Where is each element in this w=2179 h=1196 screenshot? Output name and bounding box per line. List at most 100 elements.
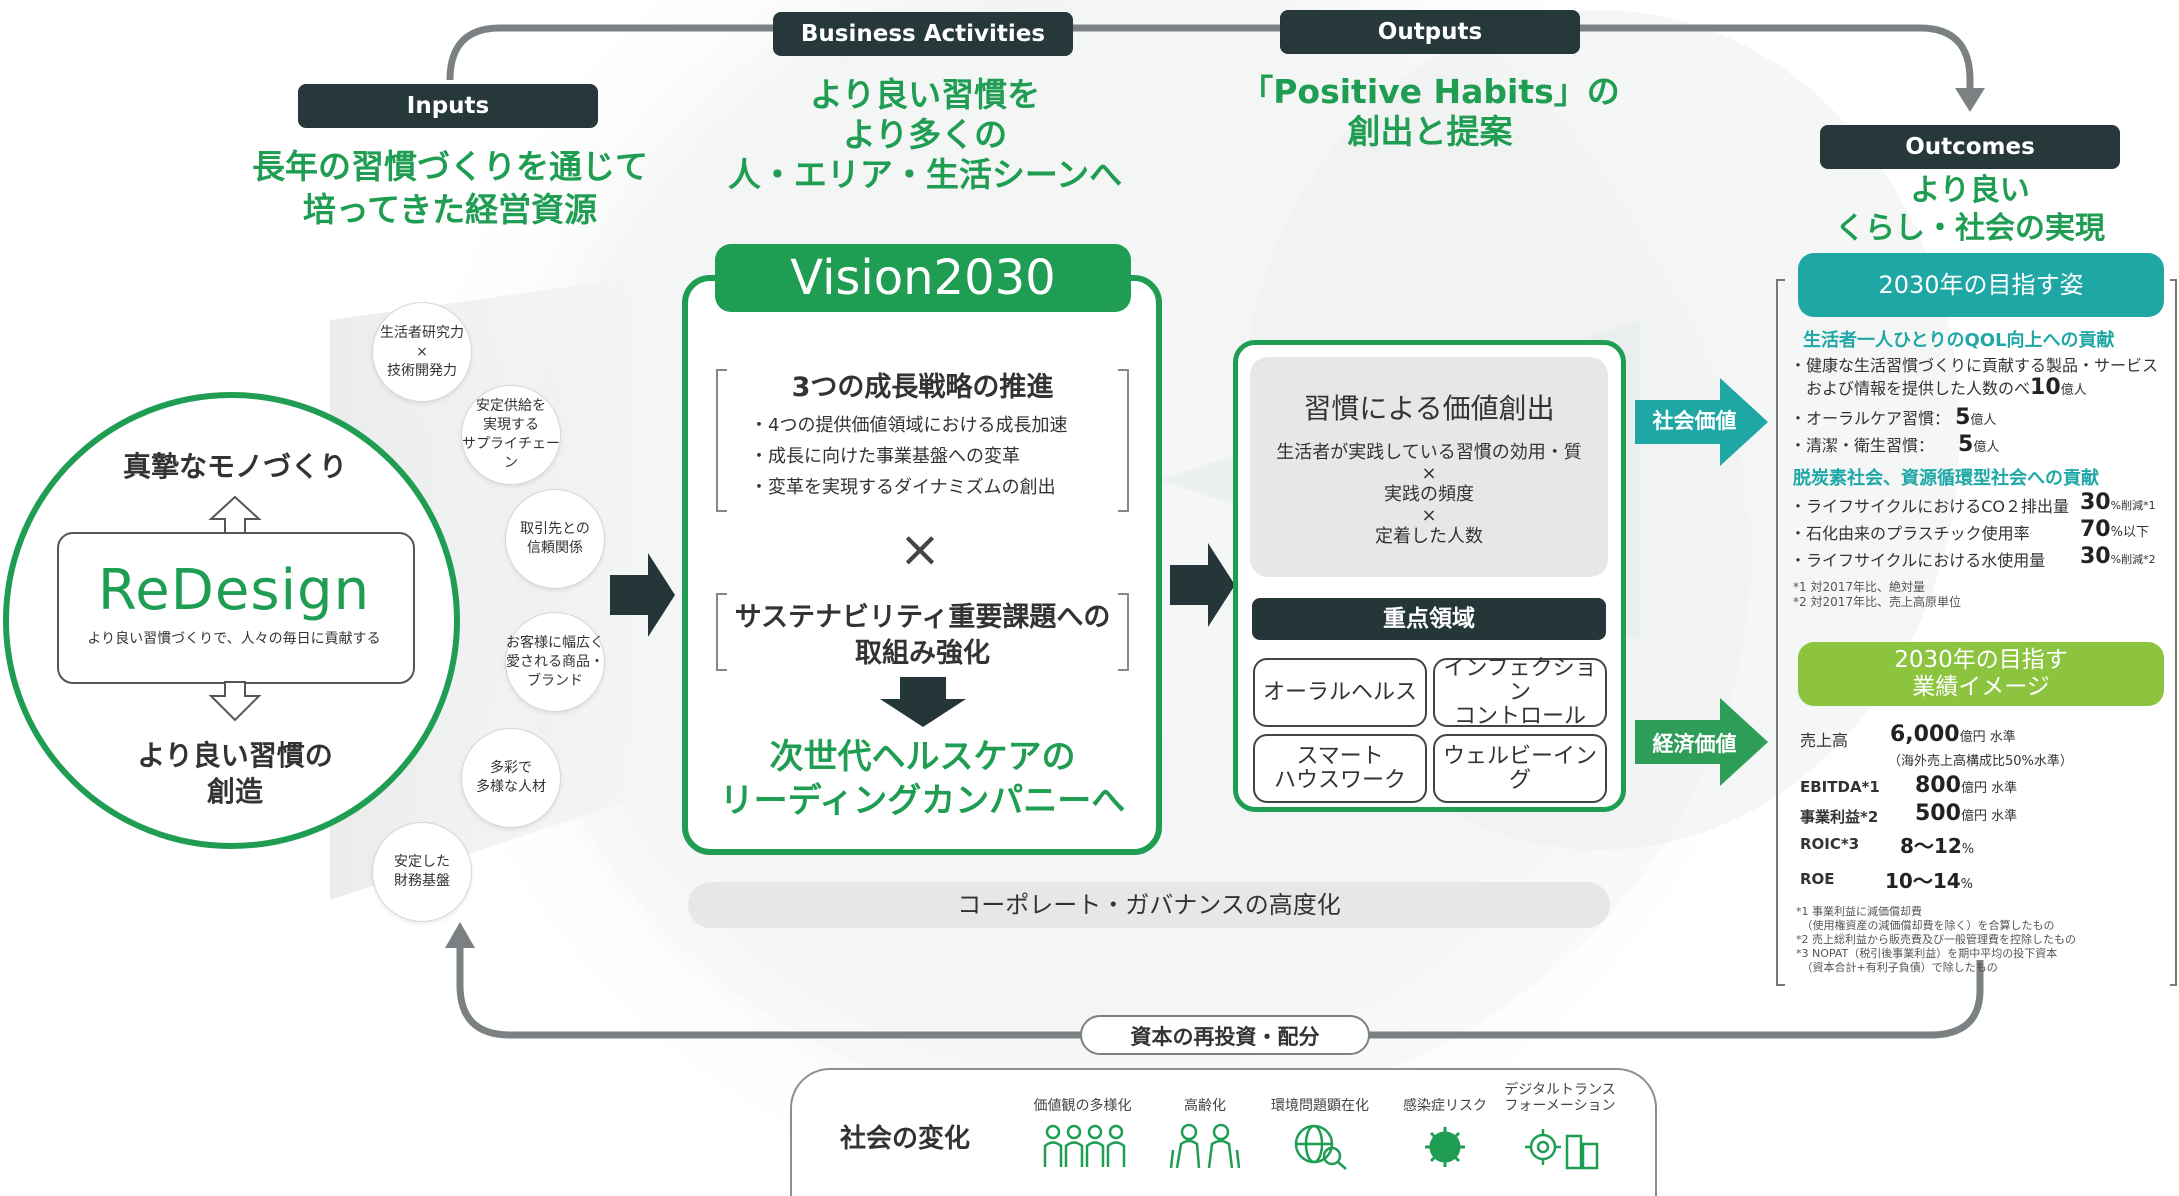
sustain-text: サステナビリティ重要課題への 取組み強化 — [734, 602, 1111, 669]
strategy-item: ・成長に向けた事業基盤への変革 — [750, 446, 1020, 467]
change-dx: デジタルトランス フォーメーション — [1495, 1082, 1625, 1176]
kpi-unit: 億円 水準 — [1960, 809, 2018, 824]
change-label: 感染症リスク — [1403, 1098, 1487, 1114]
kpi-unit: % — [1960, 877, 1974, 892]
resource-finance: 安定した 財務基盤 — [372, 822, 472, 922]
redesign-logo: ReDesign — [97, 558, 371, 623]
kpi-number: 500 — [1915, 801, 1961, 826]
down-block-arrow-icon — [880, 677, 966, 727]
down-arrow-icon — [208, 681, 262, 722]
outputs-subtitle: 「Positive Habits」の 創出と提案 — [1240, 72, 1620, 151]
social-env-value: 30%削減*2 — [2080, 544, 2156, 569]
social-item: ・清潔・衛生習慣： 5億人 — [1790, 432, 1999, 457]
outputs-label: Outputs — [1280, 10, 1580, 54]
vision-box — [682, 275, 1162, 855]
social-item-label: ・清潔・衛生習慣： — [1790, 436, 1927, 455]
governance-bar: コーポレート・ガバナンスの高度化 — [688, 882, 1610, 928]
value-creation-title: 習慣による価値創出 — [1303, 392, 1555, 425]
economic-value-tag: 経済価値 — [1652, 732, 1737, 756]
social-heading-qol: 生活者一人ひとりのQOL向上への貢献 — [1803, 330, 2115, 351]
kpi-value: 6,000億円 水準 — [1890, 722, 2016, 747]
social-env-unit: %削減*1 — [2110, 499, 2156, 512]
social-item-unit: 億人 — [1970, 413, 1997, 428]
resource-people: 多彩で 多様な人材 — [461, 728, 561, 828]
outcomes-subtitle: より良い くらし・社会の実現 — [1835, 173, 2105, 246]
value-formula: 生活者が実践している習慣の効用・質 × 実践の頻度 × 定着した人数 — [1276, 442, 1582, 547]
focus-area-oral-health: オーラルヘルス — [1253, 658, 1427, 727]
social-notes: *1 対2017年比、絶対量 *2 対2017年比、売上高原単位 — [1793, 580, 1961, 609]
social-item-value: 5 — [1955, 405, 1971, 430]
change-environment: 環境問題顕在化 — [1255, 1098, 1385, 1174]
change-label: 価値観の多様化 — [1033, 1098, 1132, 1114]
vision2030-economic-title: 2030年の目指す 業績イメージ — [1798, 642, 2164, 706]
strategy-title: 3つの成長戦略の推進 — [791, 372, 1054, 403]
kpi-value: 800億円 水準 — [1915, 773, 2017, 798]
social-change-box — [790, 1068, 1657, 1196]
redesign-bottom-text: より良い習慣の 創造 — [137, 739, 333, 808]
people-icon — [1043, 1124, 1125, 1167]
social-env-unit: %削減*2 — [2110, 553, 2156, 566]
social-env-label: ・石化由来のプラスチック使用率 — [1790, 524, 2030, 543]
sustain-brackets — [716, 593, 1129, 671]
social-item: ・健康な生活習慣づくりに貢献する製品・サービス および情報を提供した人数のべ10… — [1790, 355, 2158, 402]
vision2030-social-title: 2030年の目指す姿 — [1798, 253, 2164, 317]
social-item-label: ・オーラルケア習慣： — [1790, 409, 1951, 428]
resource-brands: お客様に幅広く 愛される商品・ ブランド — [505, 612, 605, 712]
resource-rd: 生活者研究力 × 技術開発力 — [372, 302, 472, 402]
focus-areas-label: 重点領域 — [1252, 598, 1606, 640]
kpi-number: 8～12 — [1900, 834, 1962, 858]
social-item-value: 10 — [2030, 375, 2061, 400]
social-value-tag: 社会価値 — [1652, 409, 1737, 433]
change-infection: 感染症リスク — [1390, 1098, 1500, 1176]
elderly-icon — [1169, 1123, 1241, 1169]
change-aging: 高齢化 — [1160, 1098, 1250, 1174]
social-heading-decarbon: 脱炭素社会、資源循環型社会への貢献 — [1793, 468, 2099, 489]
kpi-label: ROIC*3 — [1800, 835, 1860, 853]
resource-supply-chain: 安定供給を 実現する サプライチェーン — [461, 385, 561, 485]
strategy-list: ・4つの提供価値領域における成長加速 ・成長に向けた事業基盤への変革 ・変革を実… — [750, 410, 1120, 503]
social-env-item: ・ライフサイクルにおけるCO２排出量 — [1790, 493, 2069, 517]
redesign-box — [57, 532, 415, 684]
change-diversity: 価値観の多様化 — [1020, 1098, 1145, 1174]
strategy-brackets — [716, 369, 1129, 512]
social-env-value: 70%以下 — [2080, 517, 2149, 542]
social-item-unit: 億人 — [1973, 440, 2000, 455]
globe-search-icon — [1294, 1124, 1347, 1170]
outcomes-label: Outcomes — [1820, 125, 2120, 169]
kpi-value: 8～12% — [1900, 830, 1974, 859]
virus-icon — [1425, 1127, 1465, 1167]
resource-partners: 取引先との 信頼関係 — [505, 489, 605, 589]
social-item-label: ・健康な生活習慣づくりに貢献する製品・サービス および情報を提供した人数のべ — [1790, 356, 2159, 398]
kpi-number: 6,000 — [1890, 722, 1960, 747]
social-item: ・オーラルケア習慣： 5億人 — [1790, 405, 1996, 430]
up-arrow-icon — [208, 495, 262, 534]
vision-title: Vision2030 — [715, 244, 1131, 312]
focus-area-smart-housework: スマート ハウスワーク — [1253, 734, 1427, 803]
focus-area-infection-control: インフェクション コントロール — [1433, 656, 1607, 728]
focus-area-wellbeing: ウェルビーイング — [1433, 734, 1607, 803]
reinvest-label: 資本の再投資・配分 — [1080, 1015, 1370, 1055]
social-env-label: ・ライフサイクルにおける水使用量 — [1790, 551, 2046, 570]
business-activities-label: Business Activities — [773, 12, 1073, 56]
kpi-label: EBITDA*1 — [1800, 778, 1880, 796]
social-env-item: ・石化由来のプラスチック使用率 — [1790, 520, 2030, 544]
social-env-value: 30%削減*1 — [2080, 490, 2156, 515]
redesign-tagline: より良い習慣づくりで、人々の毎日に貢献する — [87, 631, 381, 647]
inputs-subtitle: 長年の習慣づくりを通じて 培ってきた経営資源 — [252, 147, 648, 229]
social-env-number: 30 — [2080, 544, 2111, 569]
strategy-item: ・4つの提供価値領域における成長加速 — [750, 415, 1068, 436]
social-env-label: ・ライフサイクルにおけるCO２排出量 — [1790, 497, 2069, 516]
social-env-item: ・ライフサイクルにおける水使用量 — [1790, 547, 2045, 571]
social-item-unit: 億人 — [2060, 383, 2087, 398]
kpi-label: 売上高 — [1800, 731, 1849, 750]
kpi-label: 事業利益*2 — [1800, 808, 1879, 826]
change-label: 高齢化 — [1184, 1098, 1226, 1114]
social-item-value: 5 — [1958, 432, 1974, 457]
kpi-value: 500億円 水準 — [1915, 801, 2017, 826]
times-symbol: × — [899, 520, 941, 578]
social-env-unit: %以下 — [2110, 525, 2149, 540]
kpi-unit: % — [1961, 842, 1975, 857]
kpi-number: 10～14 — [1885, 869, 1961, 893]
kpi-number: 800 — [1915, 773, 1961, 798]
economic-notes: *1 事業利益に減価償却費 （使用権資産の減価償却費を除く）を合算したもの *2… — [1796, 905, 2076, 974]
